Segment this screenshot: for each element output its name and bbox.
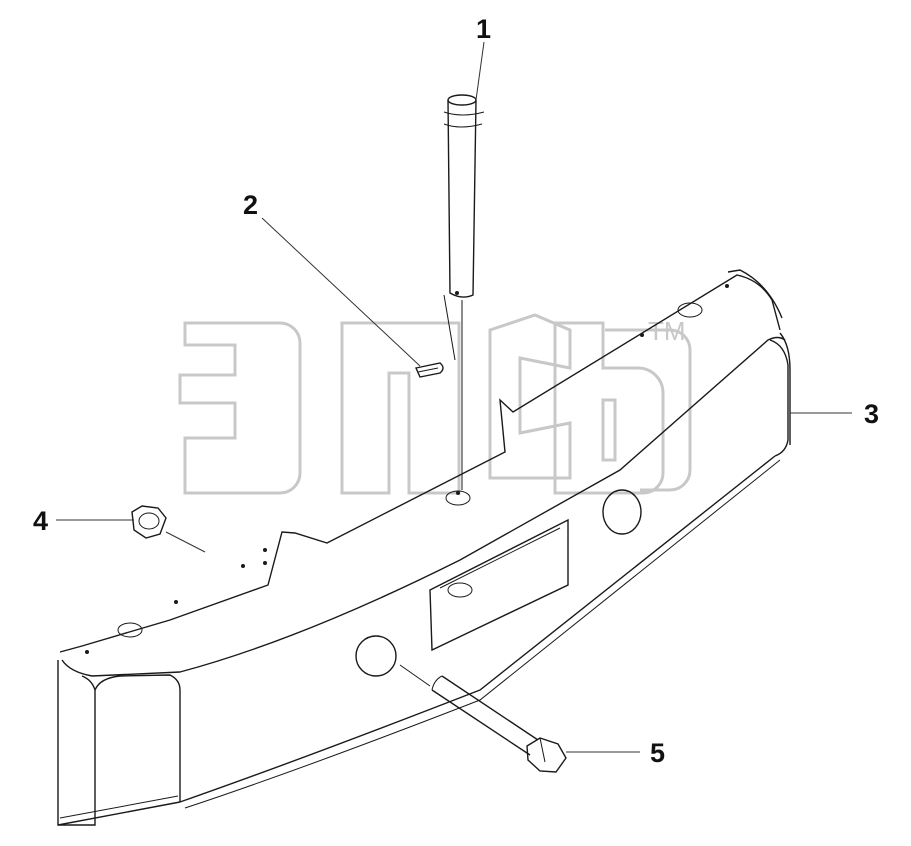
bumper-hole-right: [602, 489, 642, 535]
bumper-hole-left: [355, 635, 397, 677]
leader-4-b: [165, 531, 206, 553]
leader-2: [261, 217, 421, 367]
bumper-body: [57, 269, 791, 826]
watermark-logo: TM: [178, 313, 692, 495]
callout-labels: 1 2 3 4 5: [33, 14, 879, 768]
callout-3: 3: [864, 399, 879, 429]
cotter-pin: [415, 362, 444, 378]
callout-1: 1: [476, 14, 491, 44]
callout-4: 4: [33, 506, 48, 536]
trademark-mark: TM: [648, 316, 686, 346]
leader-lines: [56, 41, 852, 753]
callout-2: 2: [243, 190, 258, 220]
hex-bolt: [399, 664, 567, 773]
hex-nut: [131, 505, 167, 539]
pin-tube: [443, 94, 485, 490]
leader-1: [475, 41, 485, 101]
callout-5: 5: [650, 738, 665, 768]
